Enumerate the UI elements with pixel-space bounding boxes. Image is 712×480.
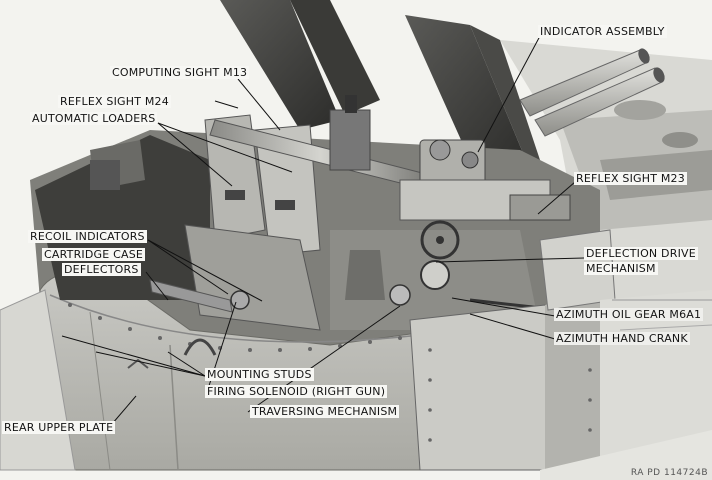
label-rear-upper-plate: REAR UPPER PLATE bbox=[2, 421, 116, 434]
label-azimuth-oil-gear: AZIMUTH OIL GEAR M6A1 bbox=[554, 308, 704, 321]
label-azimuth-hand-crank: AZIMUTH HAND CRANK bbox=[554, 332, 690, 345]
label-reflex-sight-m24: REFLEX SIGHT M24 bbox=[58, 95, 171, 108]
label-mechanism: MECHANISM bbox=[584, 262, 658, 275]
label-reflex-sight-m23: REFLEX SIGHT M23 bbox=[574, 172, 687, 185]
label-cartridge-case: CARTRIDGE CASE bbox=[42, 248, 146, 261]
label-traversing-mechanism: TRAVERSING MECHANISM bbox=[250, 405, 400, 418]
label-deflection-drive: DEFLECTION DRIVE bbox=[584, 247, 698, 260]
label-mounting-studs: MOUNTING STUDS bbox=[205, 368, 314, 381]
label-recoil-indicators: RECOIL INDICATORS bbox=[28, 230, 147, 243]
label-computing-sight: COMPUTING SIGHT M13 bbox=[110, 66, 250, 79]
label-indicator-assembly: INDICATOR ASSEMBLY bbox=[538, 25, 667, 38]
label-deflectors: DEFLECTORS bbox=[62, 263, 141, 276]
label-automatic-loaders: AUTOMATIC LOADERS bbox=[30, 112, 158, 125]
photo-reference-code: RA PD 114724B bbox=[630, 468, 708, 478]
label-firing-solenoid: FIRING SOLENOID (RIGHT GUN) bbox=[205, 385, 388, 398]
